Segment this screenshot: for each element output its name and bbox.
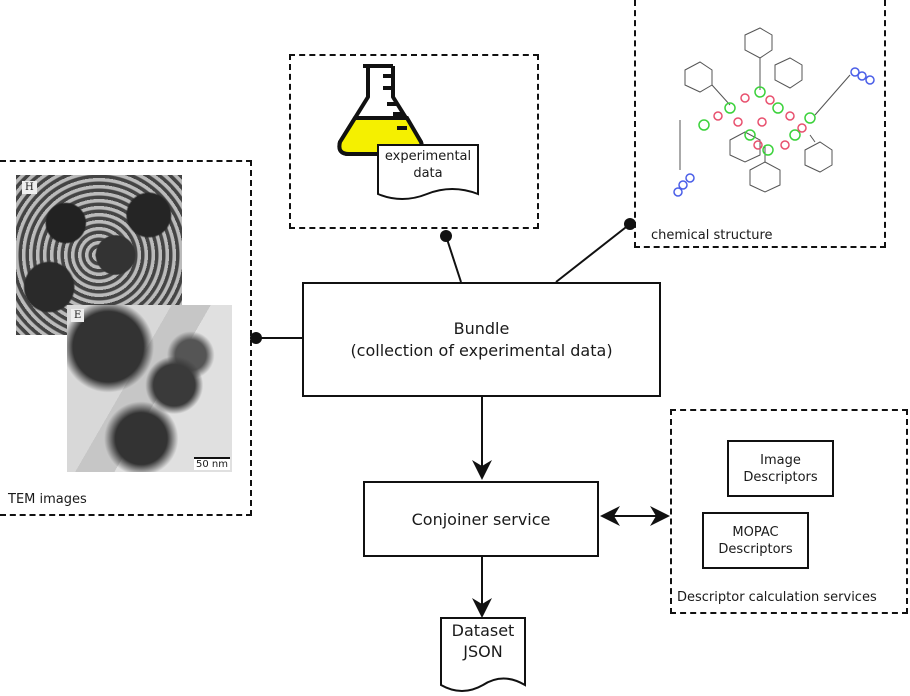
- molecule-icon: [673, 27, 875, 197]
- connector-dot-experimental: [440, 230, 452, 242]
- experimental-line2: data: [413, 166, 443, 181]
- descriptor-services-group: [670, 409, 908, 614]
- chemical-structure-group: [634, 0, 886, 248]
- mopac-descriptors-line1: MOPAC: [732, 524, 779, 540]
- connector-experimental-bundle: [445, 235, 462, 283]
- conjoiner-label: Conjoiner service: [411, 509, 551, 529]
- mopac-descriptors-box: MOPAC Descriptors: [702, 512, 809, 569]
- tem-e-label: E: [71, 309, 85, 322]
- descriptor-caption: Descriptor calculation services: [677, 590, 877, 605]
- dataset-line2: JSON: [463, 642, 503, 661]
- chemical-caption: chemical structure: [651, 228, 773, 243]
- document-icon: [377, 144, 479, 200]
- tem-caption: TEM images: [8, 492, 87, 507]
- experimental-data-group: [289, 54, 539, 229]
- dataset-line1: Dataset: [451, 621, 515, 640]
- bundle-title: Bundle: [453, 318, 510, 338]
- bundle-box: Bundle (collection of experimental data): [302, 282, 661, 397]
- tem-h-label: H: [22, 181, 37, 194]
- scale-bar: 50 nm: [194, 457, 230, 470]
- experimental-line1: experimental: [384, 149, 472, 164]
- connector-dot-tem: [250, 332, 262, 344]
- dataset-text: Dataset JSON: [440, 620, 526, 662]
- conjoiner-service-box: Conjoiner service: [363, 481, 599, 557]
- experimental-doc-text: experimental data: [377, 148, 479, 182]
- bundle-subtitle: (collection of experimental data): [350, 340, 613, 360]
- mopac-descriptors-line2: Descriptors: [718, 541, 793, 557]
- dataset-document-icon: [440, 617, 526, 692]
- connector-dot-chemical: [624, 218, 636, 230]
- connector-chemical-bundle: [555, 223, 631, 283]
- tem-image-e: E 50 nm: [67, 305, 232, 472]
- image-descriptors-line1: Image: [760, 452, 801, 468]
- image-descriptors-box: Image Descriptors: [727, 440, 834, 497]
- tem-images-group: [0, 160, 252, 516]
- image-descriptors-line2: Descriptors: [743, 469, 818, 485]
